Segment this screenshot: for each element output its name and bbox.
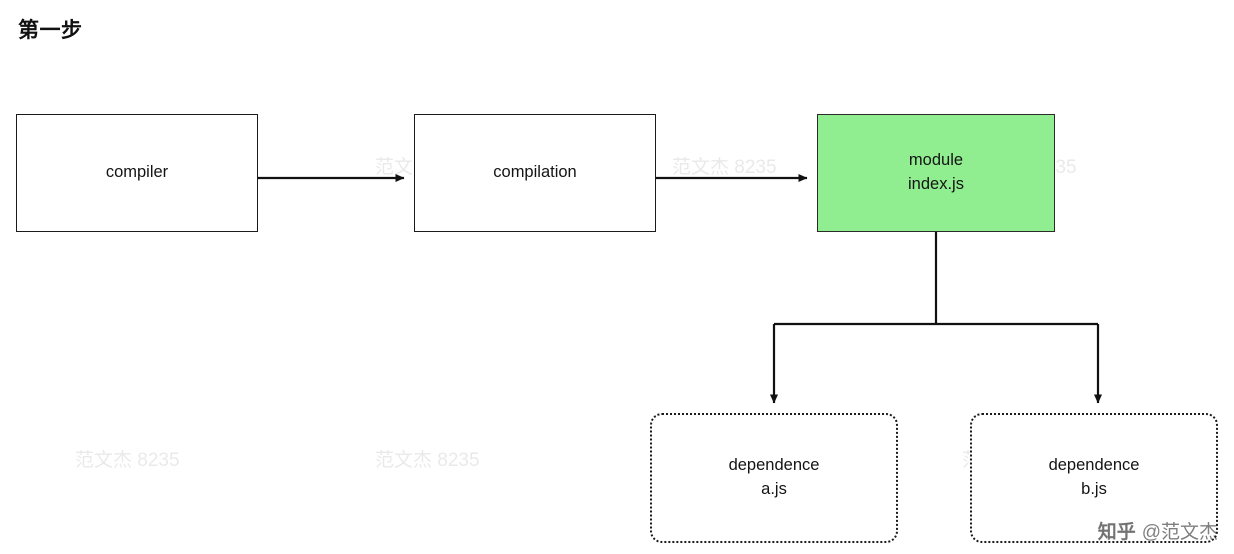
watermark-tile: 范文杰 8235 <box>75 450 180 471</box>
zhihu-signature-watermark: 知乎 @范文杰 <box>1098 517 1218 544</box>
node-compilation[interactable]: compilation <box>414 114 656 232</box>
node-module-index-js[interactable]: module index.js <box>817 114 1055 232</box>
zhihu-handle: @范文杰 <box>1141 522 1218 543</box>
node-dependence-b-js[interactable]: dependence b.js <box>970 413 1218 543</box>
watermark-tile: 范文杰 8235 <box>672 157 777 178</box>
zhihu-logo: 知乎 <box>1097 522 1136 543</box>
page-title: 第一步 <box>18 19 83 42</box>
watermark-tile: 范文杰 8235 <box>375 450 480 471</box>
node-compiler[interactable]: compiler <box>16 114 258 232</box>
node-dependence-a-js[interactable]: dependence a.js <box>650 413 898 543</box>
